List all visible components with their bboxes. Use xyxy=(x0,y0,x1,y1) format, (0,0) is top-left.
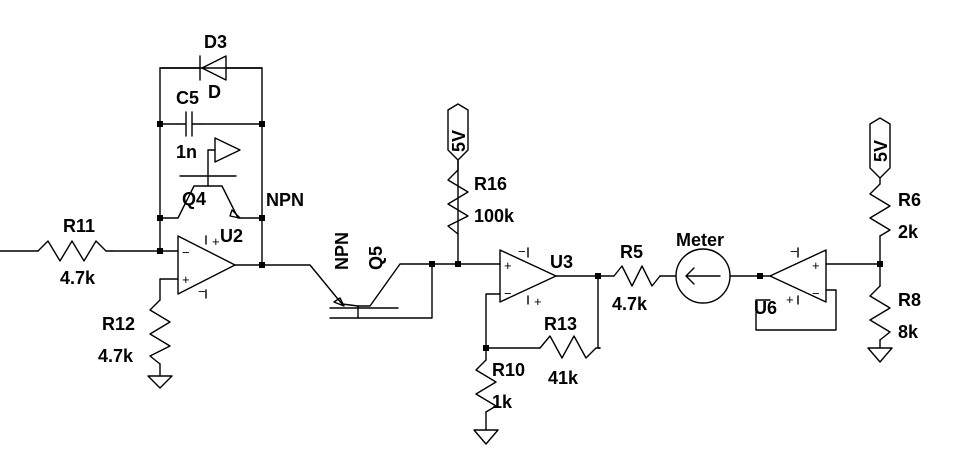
svg-text:41k: 41k xyxy=(548,368,579,388)
svg-text:−: − xyxy=(198,284,206,299)
resistor-r16: R16 100k xyxy=(447,159,515,235)
svg-text:100k: 100k xyxy=(474,206,515,226)
svg-text:4.7k: 4.7k xyxy=(612,294,648,314)
wires xyxy=(0,67,881,431)
svg-text:C5: C5 xyxy=(176,88,199,108)
svg-text:+: + xyxy=(182,272,190,287)
resistor-r6: R6 2k xyxy=(869,183,921,242)
supply-5v-right: 5V xyxy=(869,117,891,179)
svg-text:−: − xyxy=(504,286,512,301)
svg-text:−: − xyxy=(812,286,820,301)
svg-text:Q5: Q5 xyxy=(366,246,386,270)
svg-text:4.7k: 4.7k xyxy=(60,268,96,288)
svg-text:D3: D3 xyxy=(204,32,227,52)
svg-text:1k: 1k xyxy=(492,392,513,412)
svg-text:Meter: Meter xyxy=(676,230,724,250)
svg-text:5V: 5V xyxy=(449,130,469,152)
transistor-q4: Q4 NPN xyxy=(179,175,304,219)
diode-d3: D3 D xyxy=(159,32,263,102)
svg-text:+: + xyxy=(812,258,820,273)
svg-text:R5: R5 xyxy=(620,242,643,262)
transistor-q5: NPN Q5 xyxy=(329,232,399,309)
opamp-u3: + − − + U3 xyxy=(499,244,573,309)
svg-text:R6: R6 xyxy=(898,190,921,210)
svg-text:D: D xyxy=(208,82,221,102)
svg-text:+: + xyxy=(504,258,512,273)
ground-symbols xyxy=(147,137,893,445)
svg-text:U2: U2 xyxy=(220,226,243,246)
svg-text:4.7k: 4.7k xyxy=(98,346,134,366)
resistor-r13: R13 41k xyxy=(539,314,601,388)
resistor-r8: R8 8k xyxy=(869,285,921,342)
svg-text:R12: R12 xyxy=(102,314,135,334)
resistor-r10: R10 1k xyxy=(475,359,525,413)
svg-text:1n: 1n xyxy=(176,142,197,162)
svg-text:−: − xyxy=(790,244,798,259)
svg-text:R13: R13 xyxy=(544,314,577,334)
svg-text:R16: R16 xyxy=(474,174,507,194)
svg-text:R8: R8 xyxy=(898,290,921,310)
resistor-r5: R5 4.7k xyxy=(612,242,661,314)
svg-text:U3: U3 xyxy=(550,252,573,272)
svg-text:R10: R10 xyxy=(492,360,525,380)
svg-text:−: − xyxy=(182,245,190,260)
junctions xyxy=(157,121,883,351)
svg-text:+: + xyxy=(534,294,542,309)
svg-text:+: + xyxy=(212,234,220,249)
svg-text:+: + xyxy=(786,292,794,307)
svg-text:5V: 5V xyxy=(871,140,891,162)
svg-text:Q4: Q4 xyxy=(182,189,206,209)
capacitor-c5: C5 1n xyxy=(176,88,201,162)
svg-text:R11: R11 xyxy=(63,216,95,236)
resistor-r12: R12 4.7k xyxy=(98,299,171,366)
svg-text:−: − xyxy=(518,244,526,259)
svg-text:8k: 8k xyxy=(898,322,919,342)
opamp-u2: − + + − U2 xyxy=(177,226,243,299)
svg-text:NPN: NPN xyxy=(332,232,352,270)
svg-text:NPN: NPN xyxy=(266,190,304,210)
opamp-u6: + − − + U6 xyxy=(754,244,827,318)
svg-text:U6: U6 xyxy=(754,298,777,318)
resistor-r11: R11 4.7k xyxy=(37,216,113,288)
supply-5v-left: 5V xyxy=(447,103,469,161)
meter: Meter xyxy=(675,230,731,304)
svg-text:2k: 2k xyxy=(898,222,919,242)
